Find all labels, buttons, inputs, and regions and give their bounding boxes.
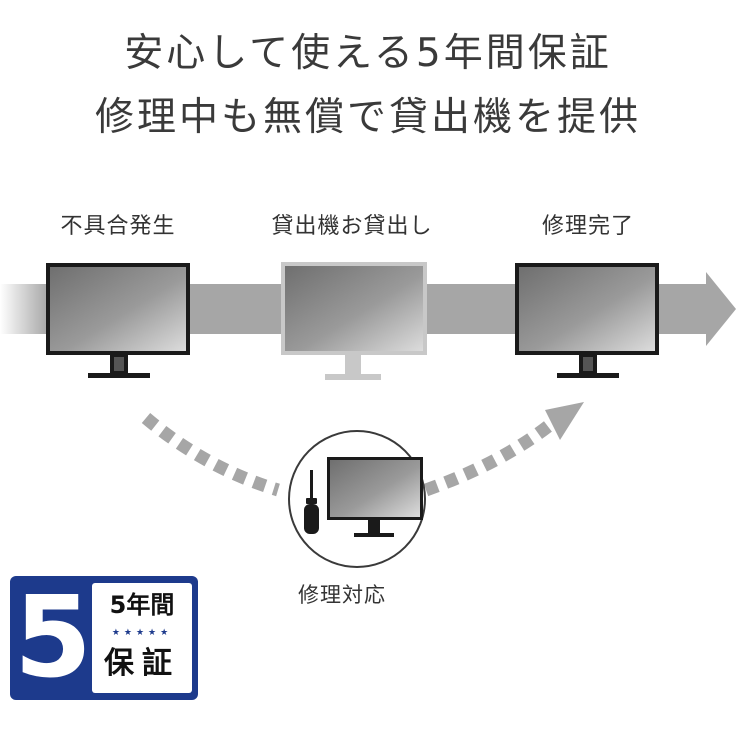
- headline-line-1: 安心して使える5年間保証: [124, 31, 612, 76]
- monitor-icon: [46, 263, 190, 378]
- badge-stars: ★★★★★: [111, 628, 173, 638]
- step-label-malfunction: 不具合発生: [60, 214, 176, 239]
- monitor-icon: [281, 262, 427, 380]
- warranty-badge: 5 5年間 ★★★★★ 保証: [10, 576, 198, 700]
- monitor-icon: [327, 457, 423, 537]
- badge-number: 5: [14, 573, 92, 703]
- step-label-loaner: 貸出機お貸出し: [271, 214, 433, 239]
- badge-years-label: 5年間: [109, 591, 175, 619]
- monitor-icon: [515, 263, 659, 378]
- headline-line-2: 修理中も無償で貸出機を提供: [94, 95, 641, 140]
- step-label-repair-complete: 修理完了: [541, 214, 634, 239]
- repair-label: 修理対応: [298, 583, 386, 607]
- screwdriver-icon: [304, 470, 319, 534]
- dotted-arrow-icon: [141, 402, 584, 497]
- badge-warranty-label: 保証: [104, 646, 180, 681]
- badge-panel: 5年間 ★★★★★ 保証: [92, 583, 192, 693]
